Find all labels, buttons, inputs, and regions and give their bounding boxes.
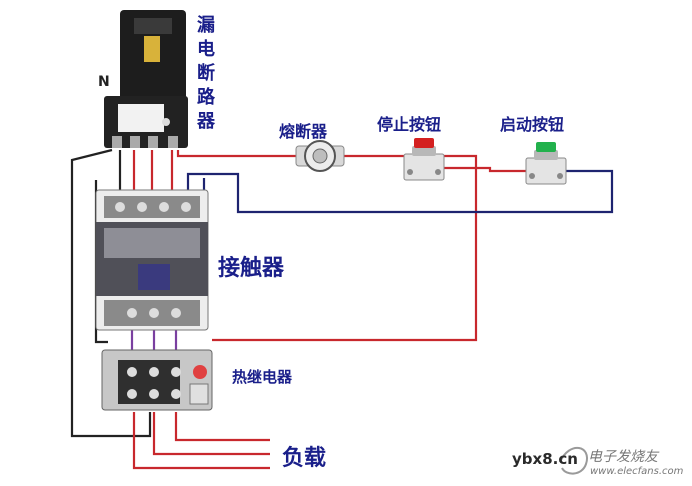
contactor-screw-1 bbox=[115, 202, 125, 212]
start-button-base bbox=[525, 157, 567, 185]
start-terminal-2 bbox=[557, 173, 563, 179]
breaker-terminal-n bbox=[112, 136, 122, 148]
circuit-breaker bbox=[104, 10, 188, 148]
relay-dial bbox=[189, 383, 209, 405]
start-button-label: 启动按钮 bbox=[500, 115, 565, 134]
watermark-url: www.elecfans.com bbox=[590, 466, 684, 477]
fuse bbox=[295, 140, 345, 172]
thermal-relay-label: 热继电器 bbox=[232, 368, 293, 386]
contactor bbox=[95, 189, 209, 331]
load-label: 负载 bbox=[282, 446, 327, 471]
contactor-screw-4 bbox=[181, 202, 191, 212]
contactor-screw-7 bbox=[171, 308, 181, 318]
watermark-logo-icon bbox=[559, 446, 589, 475]
wire-load-1 bbox=[174, 412, 270, 442]
breaker-label: 漏电断路器 bbox=[197, 15, 215, 132]
fuse-label: 熔断器 bbox=[279, 122, 328, 141]
stop-terminal-2 bbox=[435, 169, 441, 175]
contactor-screw-5 bbox=[127, 308, 137, 318]
relay-reset-knob bbox=[193, 365, 207, 379]
breaker-test-button bbox=[162, 118, 170, 126]
start-terminal-1 bbox=[529, 173, 535, 179]
watermark-brand: 电子发烧友 bbox=[588, 449, 658, 465]
stop-button-part bbox=[403, 138, 445, 181]
stop-terminal-1 bbox=[407, 169, 413, 175]
contactor-top-terminals bbox=[104, 196, 200, 218]
wire-red-to-fuse bbox=[176, 150, 300, 158]
wire-load-2 bbox=[152, 412, 270, 456]
relay-screw-5 bbox=[149, 389, 159, 399]
watermark-site: ybx8.cn bbox=[512, 450, 578, 468]
fuse-core bbox=[312, 148, 328, 164]
relay-screw-1 bbox=[127, 367, 137, 377]
breaker-toggle bbox=[144, 36, 160, 62]
stop-button-label: 停止按钮 bbox=[377, 115, 442, 134]
thermal-relay bbox=[101, 349, 213, 411]
neutral-label: N bbox=[98, 74, 110, 90]
stop-button-base bbox=[403, 153, 445, 181]
breaker-terminal-2 bbox=[148, 136, 158, 148]
wire-neutral bbox=[70, 148, 152, 438]
stop-button-collar bbox=[412, 146, 436, 156]
wire-red-return bbox=[212, 154, 478, 342]
breaker-label-plate bbox=[118, 104, 164, 132]
stop-button-cap bbox=[414, 138, 434, 148]
wire-load-3 bbox=[132, 412, 270, 470]
start-button-collar bbox=[534, 150, 558, 160]
breaker-window bbox=[134, 18, 172, 34]
start-button-part bbox=[525, 142, 567, 185]
breaker-terminal-1 bbox=[130, 136, 140, 148]
wire-navy-control bbox=[186, 169, 614, 214]
contactor-nameplate bbox=[104, 228, 200, 258]
relay-screw-4 bbox=[127, 389, 137, 399]
contactor-label: 接触器 bbox=[218, 256, 285, 281]
contactor-screw-2 bbox=[137, 202, 147, 212]
start-button-cap bbox=[536, 142, 556, 152]
breaker-terminal-3 bbox=[168, 136, 178, 148]
relay-screw-3 bbox=[171, 367, 181, 377]
contactor-screw-6 bbox=[149, 308, 159, 318]
relay-screw-6 bbox=[171, 389, 181, 399]
relay-screw-2 bbox=[149, 367, 159, 377]
relay-terminal-block bbox=[118, 360, 180, 404]
contactor-screw-3 bbox=[159, 202, 169, 212]
contactor-actuator bbox=[138, 264, 170, 290]
wire-red-stop-start bbox=[440, 166, 528, 173]
